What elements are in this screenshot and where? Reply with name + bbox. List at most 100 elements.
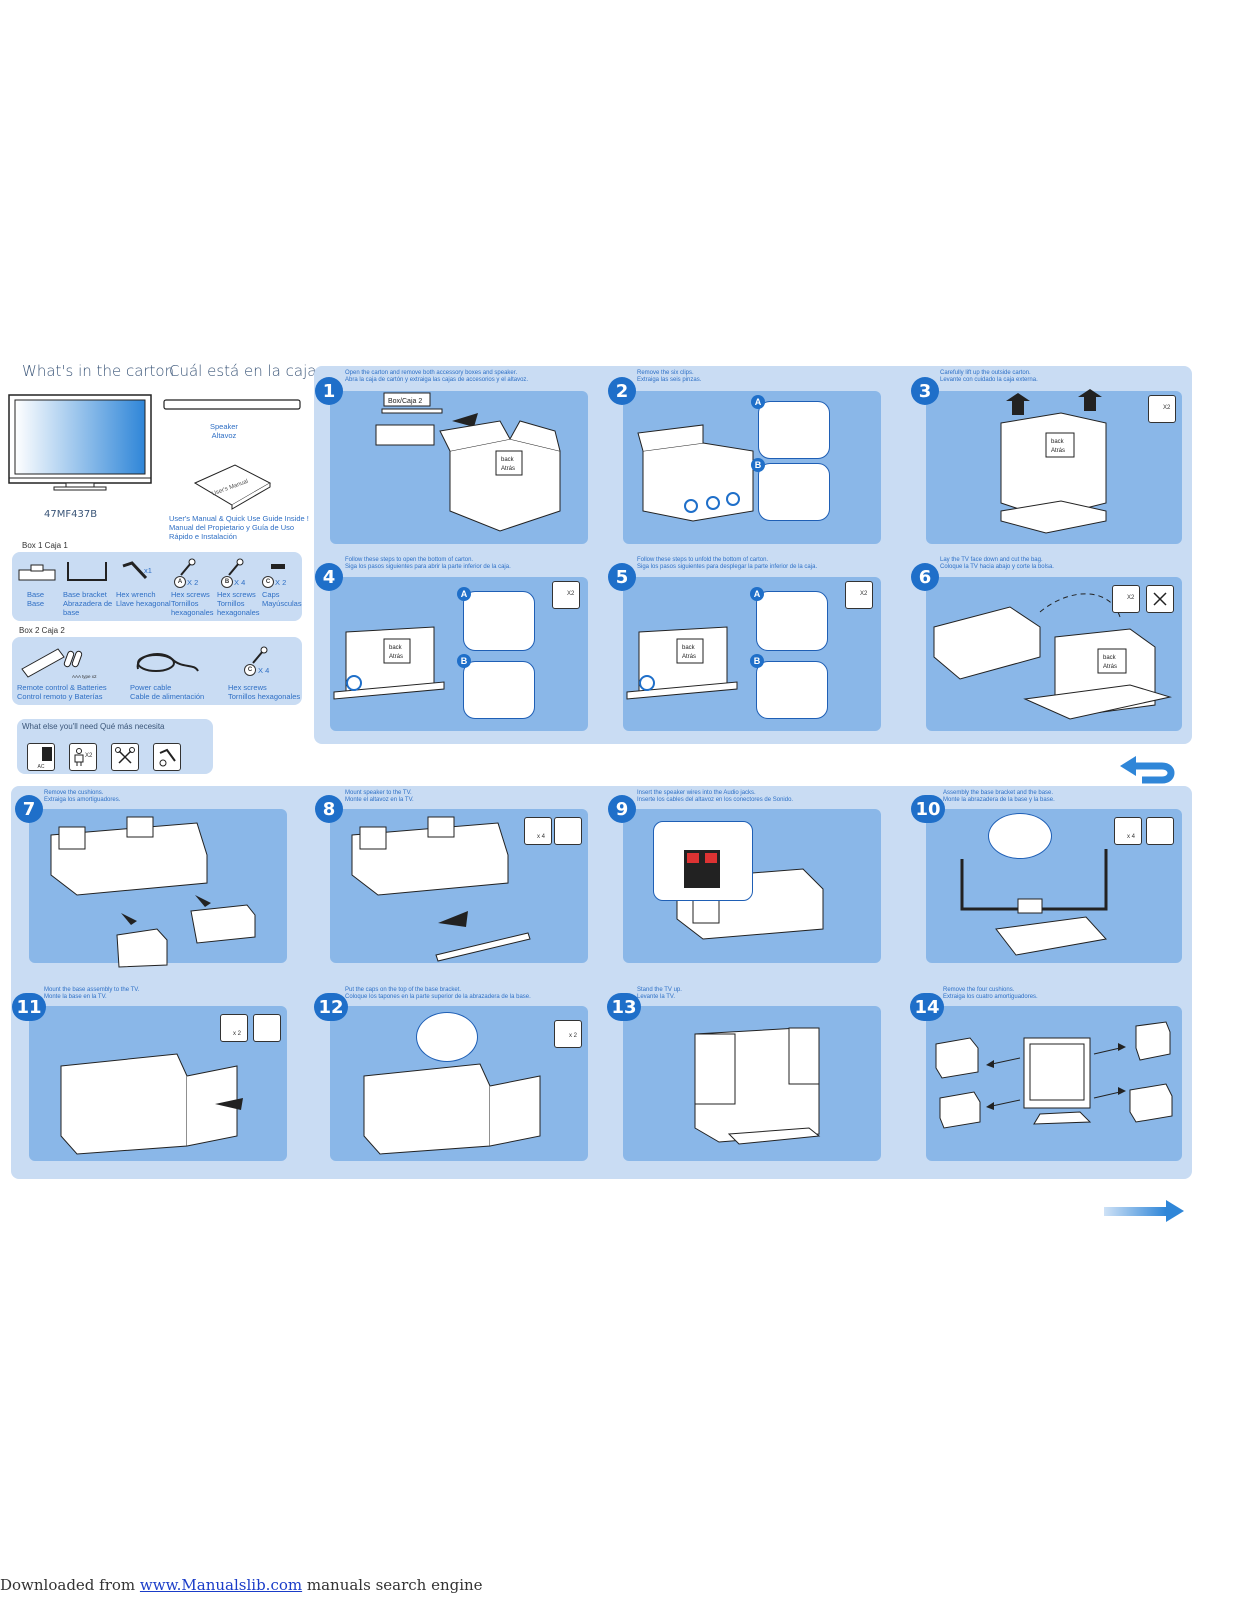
caps-icon [271, 564, 285, 569]
step-14-number: 14 [910, 993, 944, 1021]
step-4-two-people-icon: X2 [552, 581, 580, 609]
step-3-two-people-icon: X2 [1148, 395, 1176, 423]
step-10-illustration [960, 849, 1108, 956]
screw-a-tag: A [174, 576, 186, 588]
box2-panel: AAA type x2 C X 4 Remote control & Batte… [12, 637, 302, 705]
step-10-caption: Assembly the base bracket and the base. … [943, 790, 1055, 803]
box2-title: Box 2 Caja 2 [19, 626, 65, 635]
step-8-panel: x 4 [330, 809, 588, 963]
return-arrow-icon [1120, 756, 1175, 784]
step-9-caption: Insert the speaker wires into the Audio … [637, 790, 794, 803]
step-6-panel: back Atrás X2 [926, 577, 1182, 731]
manualslib-link[interactable]: www.Manualslib.com [139, 1576, 303, 1594]
screw-a-icon [180, 558, 196, 576]
step-14-caption: Remove the four cushions. Extraiga los c… [943, 987, 1038, 1000]
base-icon [18, 564, 56, 581]
step-13-illustration [694, 1027, 821, 1145]
step-5-number: 5 [608, 563, 636, 591]
step-3-number: 3 [911, 377, 939, 405]
screw-b-label: Hex screws Tornillos hexagonales [217, 590, 260, 617]
step-1-box2-label: Box/Caja 2 [388, 398, 422, 405]
hex-wrench-icon [122, 561, 148, 580]
step-1-number: 1 [315, 377, 343, 405]
svg-text:back: back [682, 645, 696, 651]
svg-text:Atrás: Atrás [501, 466, 515, 472]
step-5-panel: back Atrás A B X2 [623, 577, 881, 731]
step-7-caption: Remove the cushions. Extraiga los amorti… [44, 790, 121, 803]
step-12-caption: Put the caps on the top of the base brac… [345, 987, 531, 1000]
base-bracket-label: Base bracket Abrazadera de base [63, 590, 113, 617]
remote-label: Remote control & Batteries Control remot… [17, 683, 107, 701]
step-5-sub-b-tag: B [750, 654, 764, 668]
step-4-caption: Follow these steps to open the bottom of… [345, 557, 511, 570]
caps-label: Caps Mayúsculas [262, 590, 302, 608]
step-5-two-people-icon: X2 [845, 581, 873, 609]
step-4-sub-a [463, 591, 535, 651]
step-2-sub-b [758, 463, 830, 521]
svg-text:back: back [501, 457, 515, 463]
step-4-sub-b-tag: B [457, 654, 471, 668]
power-cable-label: Power cable Cable de alimentación [130, 683, 205, 701]
caps-qty: X 2 [275, 578, 287, 587]
step-2-caption: Remove the six clips. Extraiga las seis … [637, 370, 702, 383]
screw-c-icon [252, 646, 268, 664]
step-7-number: 7 [15, 795, 43, 823]
screw-c-qty: X 4 [258, 666, 270, 675]
step-6-scissors-icon [1146, 585, 1174, 613]
step-11-number: 11 [12, 993, 46, 1021]
caps-tag: C [262, 576, 274, 588]
svg-text:back: back [1051, 439, 1065, 445]
svg-text:Atrás: Atrás [1103, 664, 1117, 670]
base-bracket-icon [67, 562, 107, 581]
hex-wrench-qty: x1 [144, 566, 152, 575]
step-1-illustration: Box/Caja 2 back Atrás [375, 392, 561, 532]
step-2-panel: A B [623, 391, 881, 544]
step-10-number: 10 [911, 795, 945, 823]
step-11-panel: x 2 [29, 1006, 287, 1161]
step-5-sub-b [756, 661, 828, 719]
step-11-caption: Mount the base assembly to the TV. Monte… [44, 987, 140, 1000]
step-5-caption: Follow these steps to unfold the bottom … [637, 557, 818, 570]
screw-b-qty: X 4 [234, 578, 246, 587]
ac-label: AC [37, 764, 45, 770]
step-2-sub-b-tag: B [751, 458, 765, 472]
step-9-audio-jack-detail [653, 821, 753, 901]
tv-illustration [8, 394, 152, 491]
screw-b-tag: B [221, 576, 233, 588]
speaker-label: Speaker Altavoz [210, 422, 238, 440]
step-5-sub-a-tag: A [750, 587, 764, 601]
step-10-detail [988, 813, 1052, 859]
step-10-screw-icon: x 4 [1114, 817, 1142, 845]
step-11-screw-icon: x 2 [220, 1014, 248, 1042]
screw-a-qty: X 2 [187, 578, 199, 587]
step-7-panel [29, 809, 287, 968]
step-8-hex-wrench-icon [554, 817, 582, 845]
svg-text:Atrás: Atrás [682, 654, 696, 660]
step-5-illustration: back Atrás [626, 626, 738, 700]
battery-note: AAA type x2 [72, 674, 97, 679]
step-10-panel: x 4 [926, 809, 1182, 963]
step-13-number: 13 [607, 993, 641, 1021]
manual-illustration: User's Manual [193, 464, 272, 510]
carton-title-en: What's in the carton [22, 362, 175, 380]
step-12-panel: x 2 [330, 1006, 588, 1161]
step-12-caps-icon: x 2 [554, 1020, 582, 1048]
model-number: 47MF437B [44, 509, 98, 520]
step-11-hex-wrench-icon [253, 1014, 281, 1042]
step-6-two-people-icon: X2 [1112, 585, 1140, 613]
two-people-label: X2 [85, 753, 93, 759]
next-page-arrow-icon [1104, 1200, 1184, 1222]
step-12-illustration [363, 1063, 541, 1155]
step-4-illustration: back Atrás [333, 626, 445, 700]
need-panel: What else you'll need Qué más necesita A… [17, 719, 213, 774]
need-title: What else you'll need Qué más necesita [22, 722, 165, 731]
screw-b-icon [228, 558, 244, 576]
remote-control-icon [21, 648, 83, 678]
power-cable-icon [136, 653, 199, 672]
step-4-sub-a-tag: A [457, 587, 471, 601]
step-9-number: 9 [608, 795, 636, 823]
step-8-number: 8 [315, 795, 343, 823]
step-8-illustration [351, 816, 531, 962]
manual-label: User's Manual & Quick Use Guide Inside !… [169, 514, 309, 541]
step-1-panel: Box/Caja 2 back Atrás [330, 391, 588, 544]
